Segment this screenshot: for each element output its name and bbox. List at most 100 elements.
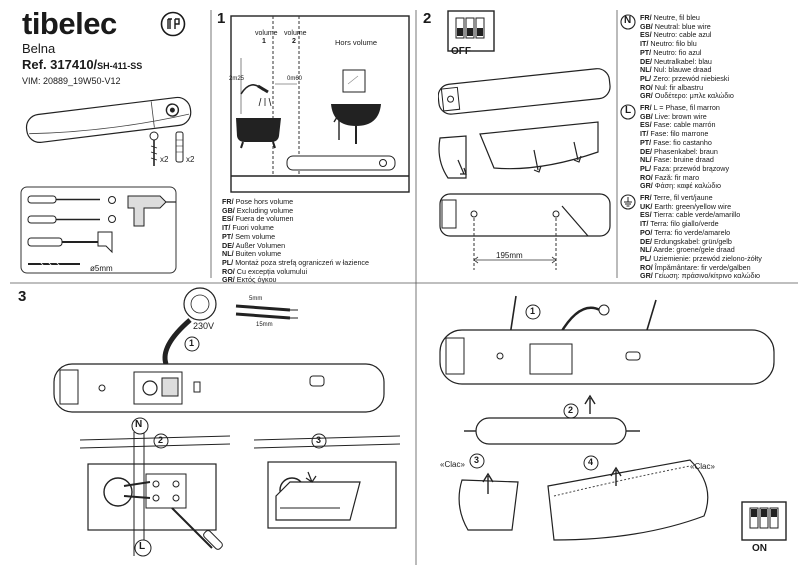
strip-length-15: 15mm — [256, 322, 273, 328]
list-item: IT/ Terra: filo giallo/verde — [640, 219, 719, 229]
list-item: FR/ Neutre, fil bleu — [640, 13, 700, 22]
clac-left-label: «Clac» — [440, 460, 465, 469]
list-item: RO/ Cu excepția volumului — [222, 266, 308, 276]
list-item: PL/ Faza: przewód brązowy — [640, 163, 730, 173]
list-item: GR/ Γείωση: πράσινο/κίτρινο καλώδιο — [640, 271, 761, 281]
drill-bit-icon — [28, 261, 80, 267]
list-item: ES/ Fuera de volumen — [222, 214, 294, 224]
step-4-circle-2 — [563, 403, 579, 419]
live-badge — [620, 104, 636, 120]
list-item: ES/ Fase: cable marrón — [640, 120, 716, 130]
live-marker — [134, 539, 152, 557]
volume-multilingual-list: FR/ Pose hors volume GB/ Excluding volum… — [222, 197, 369, 285]
screwdriver-icon — [561, 205, 589, 237]
step-3-wiring-illustration — [53, 287, 401, 556]
step-4-circle-3 — [469, 453, 485, 469]
outside-volume-label: Hors volume — [335, 38, 378, 47]
step-3-c1: 1 — [189, 338, 195, 348]
list-item: NL/ Buiten volume — [222, 249, 282, 259]
list-item: GB/ Excluding volume — [222, 205, 294, 215]
step-4-circle-1 — [525, 304, 541, 320]
drill-icon — [127, 195, 176, 227]
live-letter: L — [625, 105, 632, 116]
list-item: RO/ Nul: fir albastru — [640, 82, 704, 92]
step-4-assembly-illustration — [439, 295, 787, 541]
list-item: RO/ Fază: fir maro — [640, 172, 700, 182]
list-item: ES/ Neutro: cable azul — [640, 30, 712, 40]
step-3-c3: 3 — [316, 435, 322, 445]
breaker-on-icon — [741, 501, 787, 541]
step-4-circle-4 — [583, 455, 599, 471]
list-item: IT/ Neutro: filo blu — [640, 39, 697, 49]
step-4-c1: 1 — [530, 306, 536, 316]
list-item: PL/ Uziemienie: przewód zielono-żółty — [640, 253, 762, 263]
step-2-number: 2 — [423, 10, 432, 27]
height-dimension: 2m25 — [229, 76, 245, 82]
live-marker-letter: L — [139, 541, 146, 552]
required-tools-panel — [20, 186, 177, 274]
voltage-label: 230V — [193, 321, 215, 331]
drill-size: ø5mm — [90, 264, 113, 273]
list-item: IT/ Fase: filo marrone — [640, 129, 709, 139]
list-item: FR/ Terre, fil vert/jaune — [640, 193, 713, 202]
step-3-circle-3 — [311, 433, 327, 449]
list-item: IT/ Fuori volume — [222, 223, 274, 233]
neutral-marker — [131, 417, 149, 435]
neutral-marker-letter: N — [135, 419, 143, 430]
neutral-badge — [620, 14, 636, 30]
shower-icon — [240, 84, 272, 107]
clac-right-label: «Clac» — [690, 462, 715, 471]
list-item: PT/ Neutro: fio azul — [640, 47, 702, 57]
volume-1-title: volume — [255, 30, 278, 37]
list-item: DE/ Phasenkabel: braun — [640, 146, 718, 156]
screws-and-plugs — [149, 131, 184, 166]
heater-product-illustration — [25, 96, 192, 143]
step-4-c4: 4 — [588, 457, 594, 467]
volume-2-title: volume — [284, 30, 307, 37]
reference: Ref. 317410/SH-411-SS — [22, 57, 142, 72]
list-item: GB/ Live: brown wire — [640, 111, 707, 121]
heater-placement-icon — [286, 155, 396, 171]
step-4-c3: 3 — [474, 455, 480, 465]
ref-code: SH-411-SS — [97, 61, 143, 71]
screwdriver-icon — [171, 507, 213, 549]
list-item: PL/ Zero: przewód niebieski — [640, 73, 730, 83]
step-3-number: 3 — [18, 288, 27, 305]
mirror-icon — [342, 69, 366, 93]
phillips-screwdriver-icon — [27, 215, 100, 224]
list-item: FR/ L = Phase, fil marron — [640, 103, 720, 112]
off-label: OFF — [451, 46, 471, 57]
list-item: NL/ Fase: bruine draad — [640, 155, 714, 165]
brand-logo-icon — [160, 11, 186, 37]
breaker-off-icon — [447, 10, 495, 52]
list-item: GB/ Neutral: blue wire — [640, 21, 711, 31]
ref-main: Ref. 317410/ — [22, 57, 98, 72]
list-item: ES/ Tierra: cable verde/amarillo — [640, 210, 741, 220]
brand-name: tibelec — [22, 6, 117, 41]
list-item: FR/ Pose hors volume — [222, 197, 294, 206]
list-item: PT/ Sem volume — [222, 231, 276, 241]
bathroom-volumes-diagram — [230, 15, 410, 193]
volume-2-number: 2 — [292, 38, 296, 45]
step-3-c2: 2 — [158, 435, 164, 445]
hammer-icon — [27, 231, 113, 254]
strip-length-5: 5mm — [249, 296, 263, 302]
flat-screwdriver-icon — [27, 195, 100, 204]
list-item: GR/ Φάση: καφέ καλώδιο — [640, 181, 721, 191]
list-item: PT/ Fase: fio castanho — [640, 137, 712, 147]
screw-count: x2 — [160, 155, 169, 164]
step-1-number: 1 — [217, 10, 226, 27]
vim-code: VIM: 20889_19W50-V12 — [22, 76, 121, 86]
step-2-illustration — [438, 10, 611, 270]
screw-distance: 195mm — [496, 251, 523, 260]
plug-count: x2 — [186, 155, 195, 164]
bathtub-icon — [236, 118, 281, 149]
list-item: NL/ Nul: blauwe draad — [640, 65, 712, 75]
neutral-letter: N — [624, 15, 632, 26]
list-item: RO/ Împământare: fir verde/galben — [640, 262, 751, 272]
on-label: ON — [752, 543, 767, 554]
earth-ground-icon — [620, 194, 636, 210]
step-3-circle-1 — [184, 336, 200, 352]
width-dimension: 0m60 — [287, 76, 303, 82]
